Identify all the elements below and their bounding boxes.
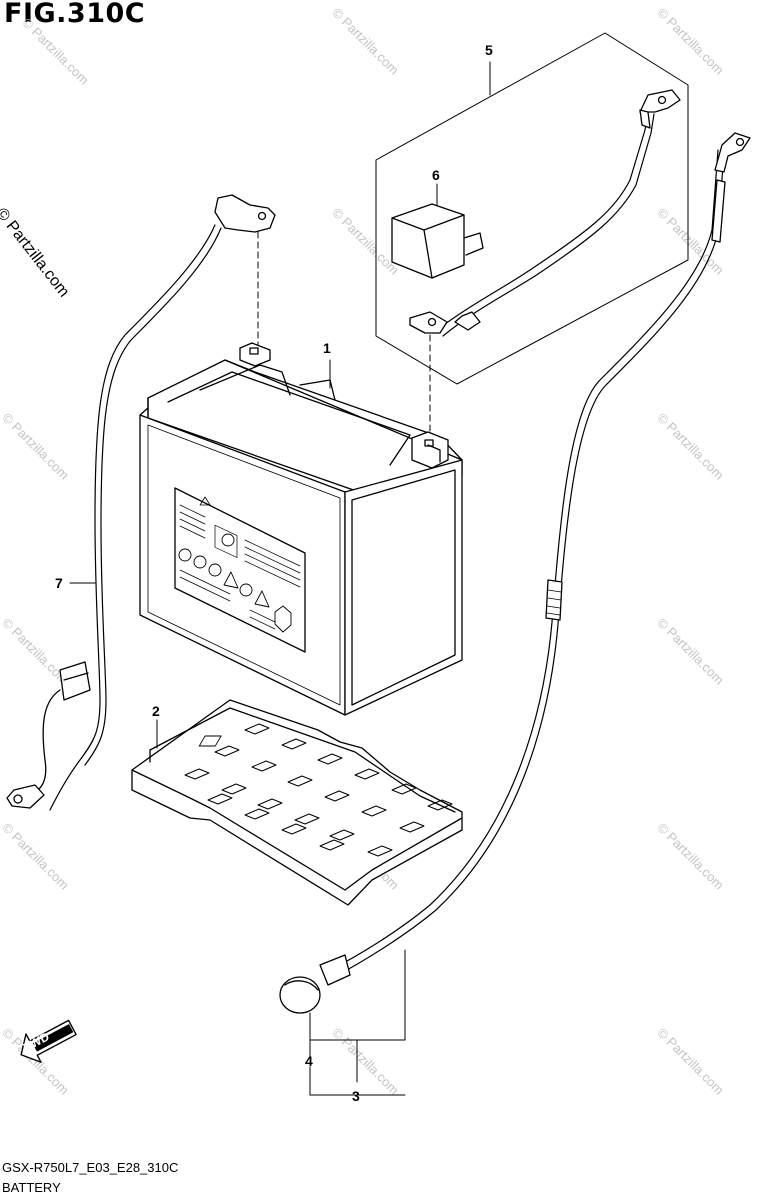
diagram-code: GSX-R750L7_E03_E28_310C xyxy=(2,1160,179,1175)
callout-4: 4 xyxy=(305,1053,313,1069)
diagram-name: BATTERY xyxy=(2,1180,61,1195)
callout-5: 5 xyxy=(485,42,493,58)
terminal-cover-6 xyxy=(391,203,484,279)
callout-6: 6 xyxy=(432,167,440,183)
battery-1 xyxy=(139,342,463,716)
callout-7: 7 xyxy=(55,575,63,591)
cable-3 xyxy=(319,132,751,986)
callout-2: 2 xyxy=(152,703,160,719)
cable-5-group-outline xyxy=(375,32,689,385)
leader-line-3a xyxy=(309,949,406,1041)
battery-tray-2 xyxy=(131,699,463,906)
fwd-arrow xyxy=(20,1019,77,1063)
terminal-cap-4 xyxy=(279,976,321,1014)
callout-1: 1 xyxy=(323,340,331,356)
leader-line-3b xyxy=(309,1066,406,1096)
wire-7 xyxy=(6,194,276,811)
figure-title: FIG.310C xyxy=(4,0,146,29)
callout-3: 3 xyxy=(352,1088,360,1104)
cable-5 xyxy=(409,89,681,337)
